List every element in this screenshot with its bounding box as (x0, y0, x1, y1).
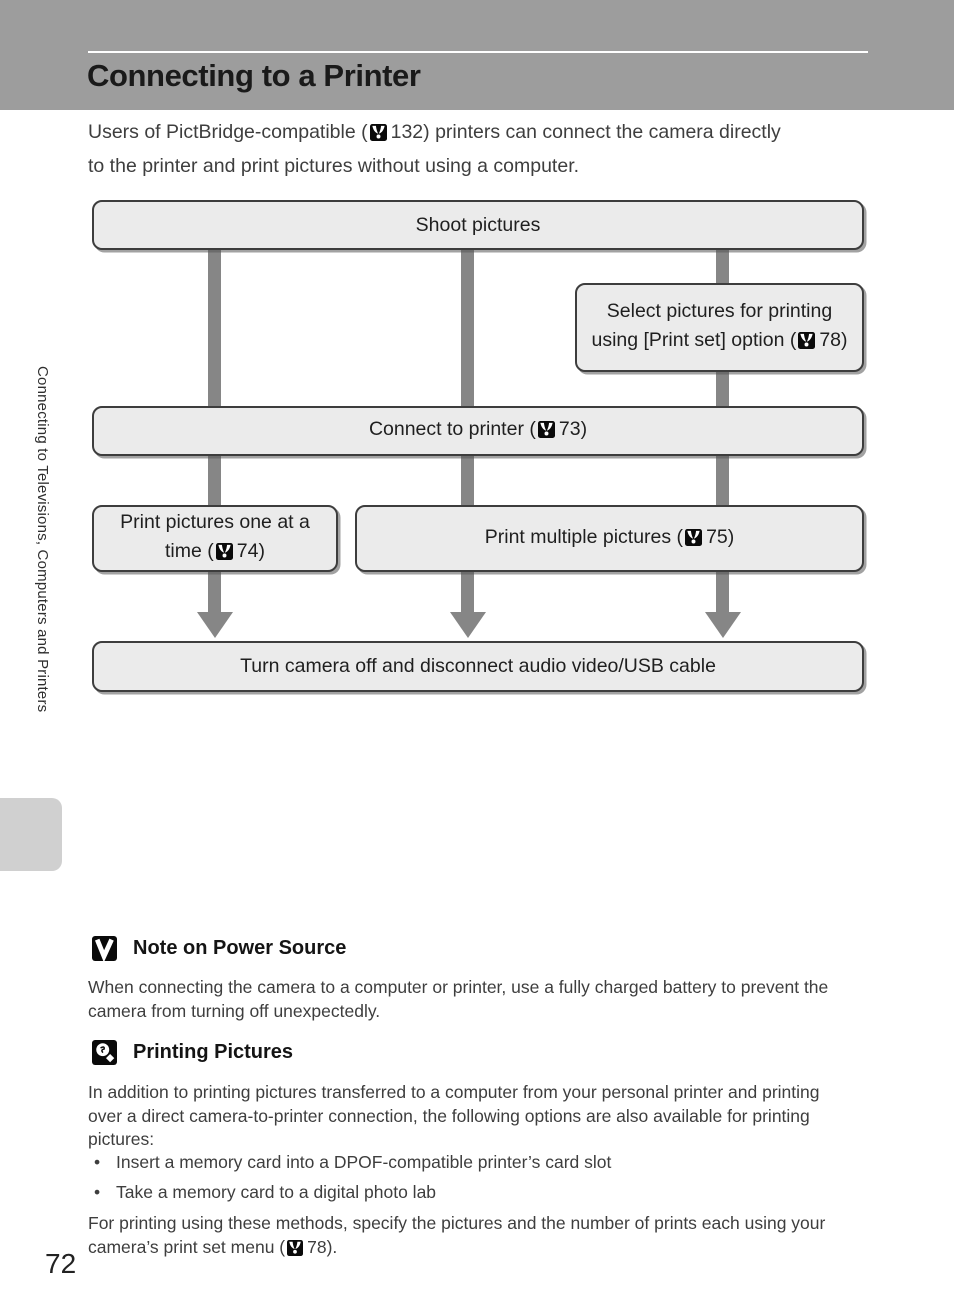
flow-box-print-one-at-a-time: Print pictures one at a time (74) (92, 505, 338, 572)
header-band (0, 0, 954, 110)
intro-paragraph: Users of PictBridge-compatible (132) pri… (88, 117, 888, 182)
printing-body: In addition to printing pictures transfe… (88, 1082, 820, 1149)
page-reference-icon (215, 540, 233, 569)
lightbulb-icon (92, 1040, 117, 1065)
intro-line-2: to the printer and print pictures withou… (88, 155, 580, 177)
flow-box-connect-to-printer: Connect to printer (73) (92, 406, 864, 456)
note-check-icon (92, 936, 117, 961)
arrow-down-icon-left (197, 612, 233, 638)
bullet-icon (90, 1177, 116, 1207)
page-reference-icon (798, 329, 816, 358)
bullet-icon (90, 1147, 116, 1177)
arrow-down-icon-right (705, 612, 741, 638)
printing-options-list: Insert a memory card into a DPOF-compati… (90, 1147, 611, 1207)
sidebar-section-label: Connecting to Televisions, Computers and… (34, 366, 51, 713)
sidebar-chapter-tab (0, 798, 62, 871)
page-reference-icon (685, 526, 703, 555)
printing-heading: Printing Pictures (92, 1040, 293, 1065)
arrow-down-icon-center (450, 612, 486, 638)
page-reference-icon (287, 1239, 304, 1263)
flow-box-shoot-pictures: Shoot pictures (92, 200, 864, 250)
flow-box-turn-camera-off: Turn camera off and disconnect audio vid… (92, 641, 864, 692)
list-item: Take a memory card to a digital photo la… (90, 1177, 611, 1207)
note-heading: Note on Power Source (92, 936, 346, 961)
intro-line-1: Users of PictBridge-compatible (132) pri… (88, 117, 888, 151)
page-title: Connecting to a Printer (87, 58, 421, 93)
note-body: When connecting the camera to a computer… (88, 977, 829, 1021)
flow-box-print-multiple: Print multiple pictures (75) (355, 505, 864, 572)
header-rule (88, 51, 868, 53)
page-reference-icon (369, 120, 387, 151)
flow-box-select-pictures: Select pictures for printing using [Prin… (575, 283, 864, 372)
list-item: Insert a memory card into a DPOF-compati… (90, 1147, 611, 1177)
printing-footer: For printing using these methods, specif… (88, 1212, 898, 1262)
page-number: 72 (45, 1248, 77, 1279)
page-reference-icon (537, 418, 555, 447)
